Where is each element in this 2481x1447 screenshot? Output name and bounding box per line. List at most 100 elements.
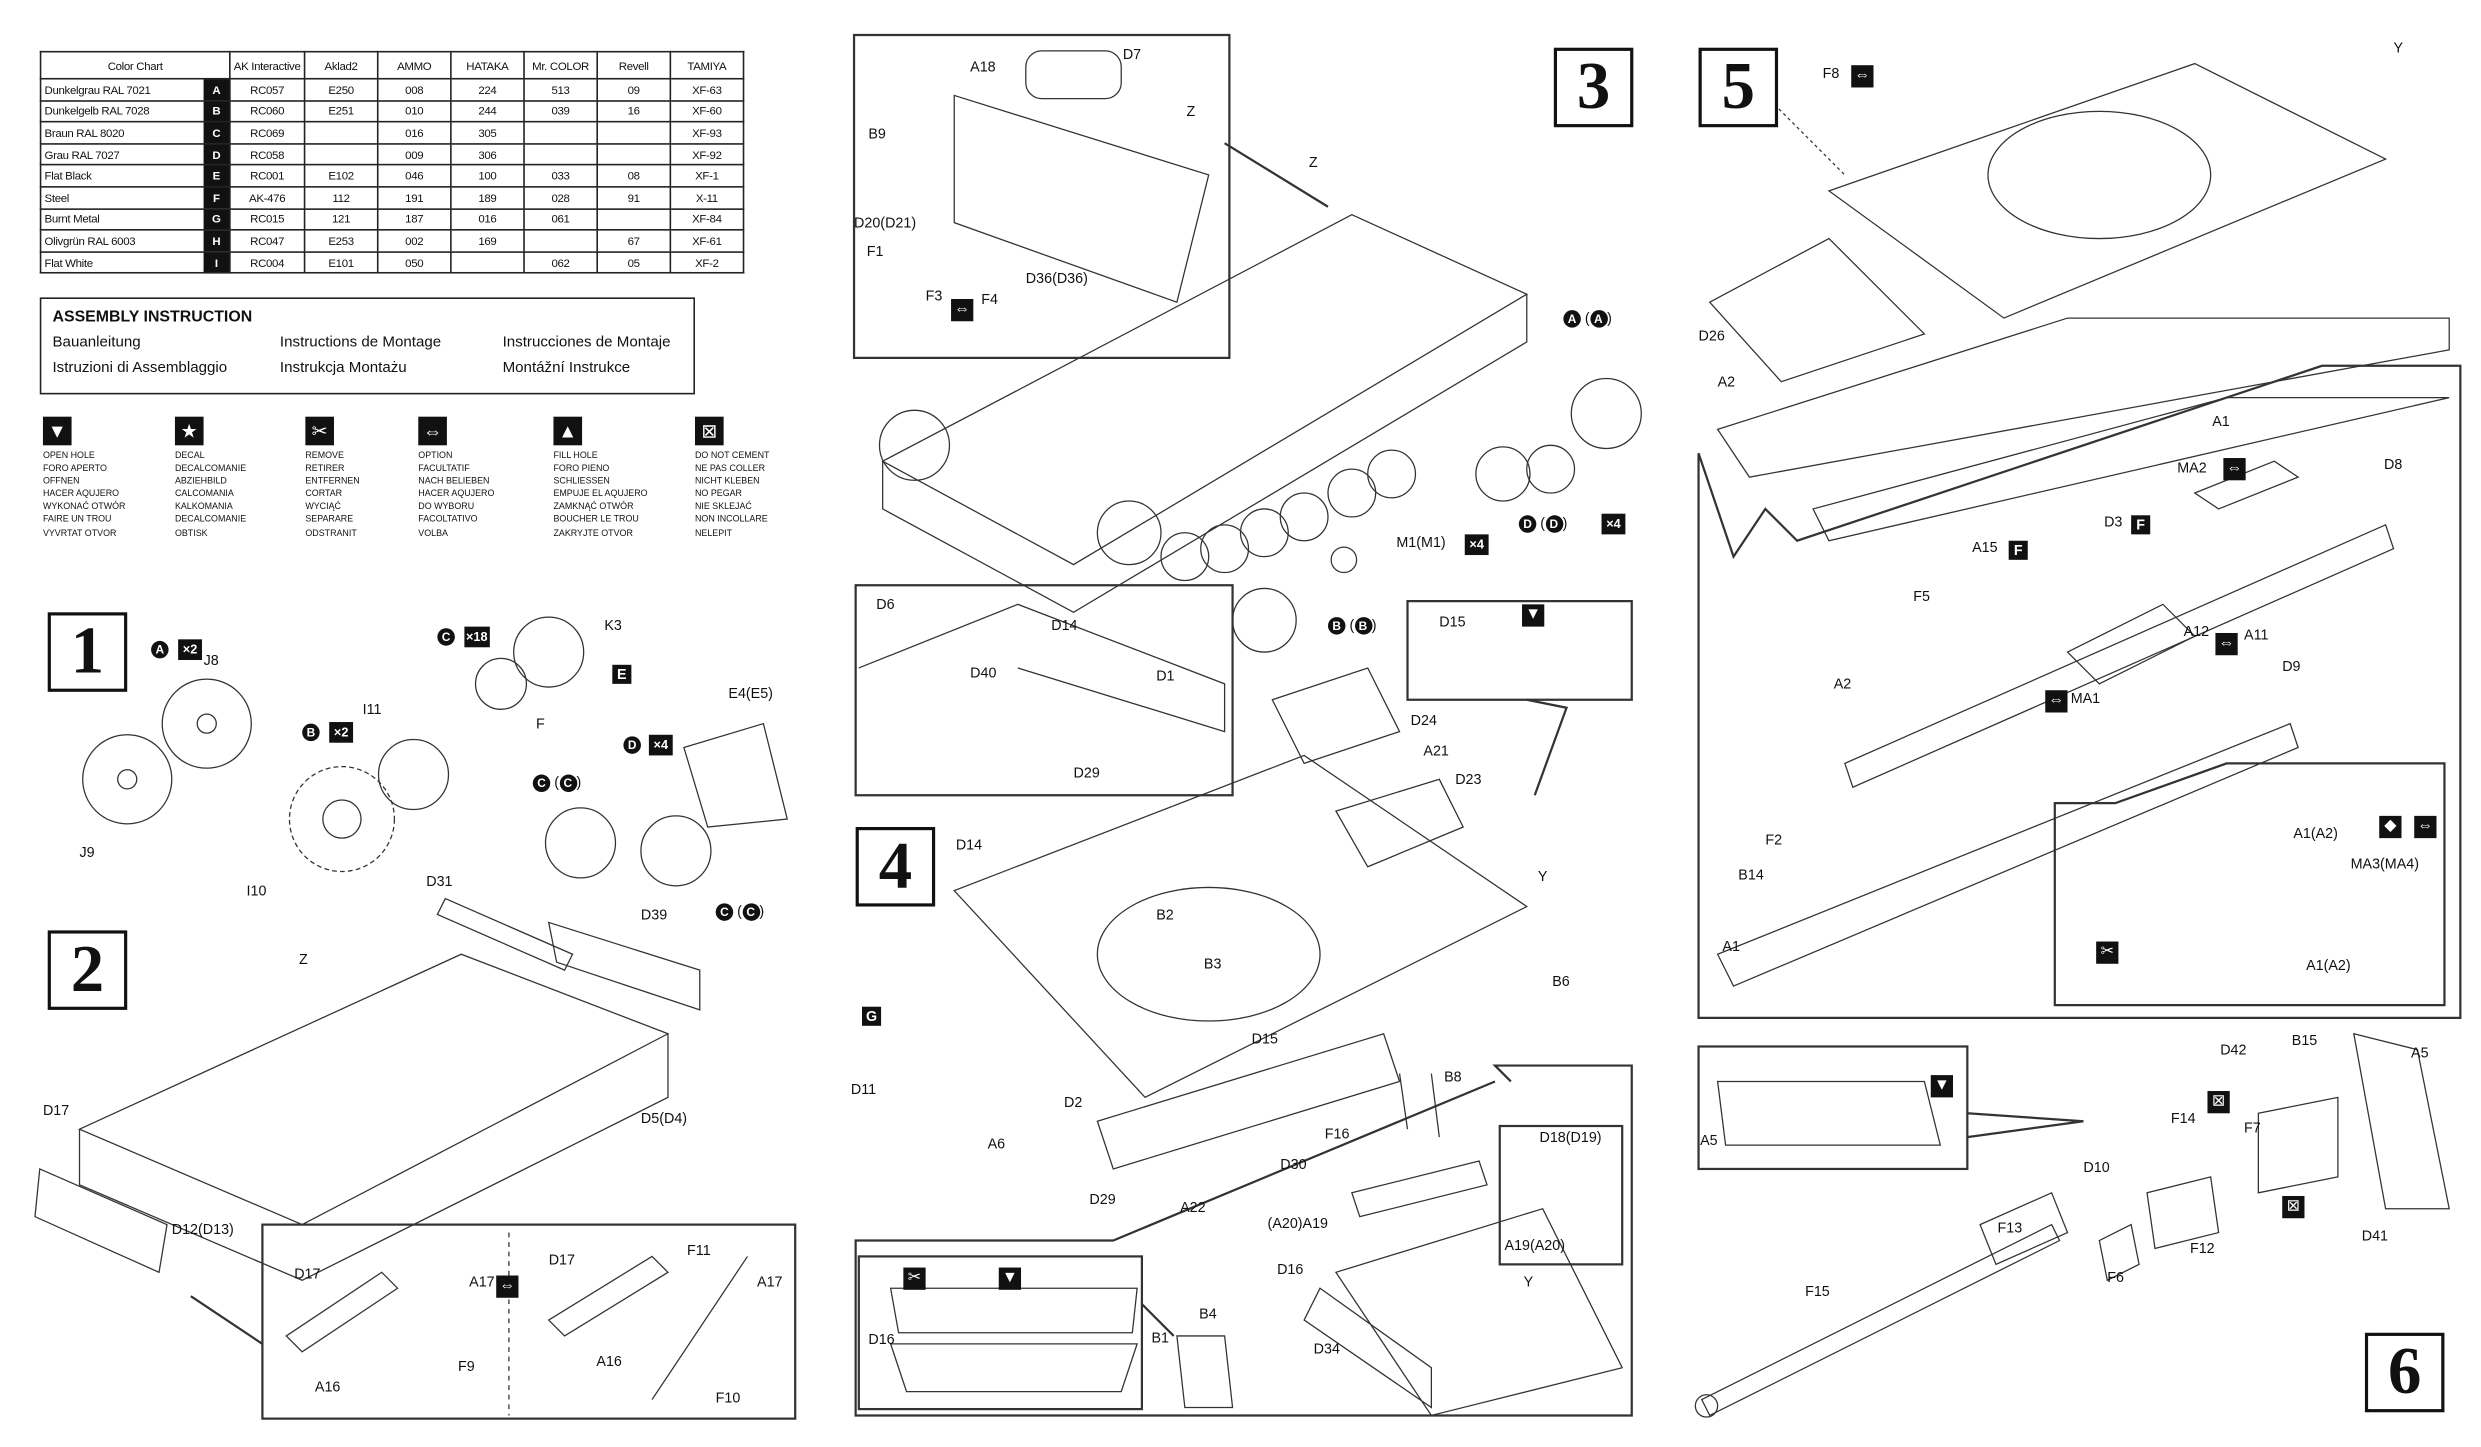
color-code: 050 xyxy=(376,250,452,275)
color-code: 09 xyxy=(596,77,672,102)
part-label: D17 xyxy=(548,1251,575,1268)
color-code: 191 xyxy=(376,186,452,210)
part-label: K3 xyxy=(604,617,622,633)
part-label: D6 xyxy=(876,596,895,613)
color-code: XF-92 xyxy=(669,142,745,166)
symbol-caption: NICHT KLEBEN xyxy=(695,477,760,487)
symbol-caption: OPTION xyxy=(418,451,453,462)
color-code: RC058 xyxy=(229,142,306,166)
part-label: A18 xyxy=(970,58,996,75)
color-code: E101 xyxy=(303,250,379,275)
symbol-caption: ODSTRANIT xyxy=(305,528,357,539)
quantity-badge: ×4 xyxy=(1464,534,1489,556)
part-label: D3 xyxy=(2104,513,2123,530)
quantity-badge: ×18 xyxy=(464,626,490,648)
part-label: A19(A20) xyxy=(1504,1237,1566,1254)
symbol-caption: ZAMKNĄĆ OTWÓR xyxy=(553,503,634,513)
color-code: X-11 xyxy=(669,186,745,210)
color-code: 513 xyxy=(523,77,598,102)
chassis-drawing-step3 xyxy=(852,33,1642,653)
color-code xyxy=(596,142,672,166)
part-label: B1 xyxy=(1151,1329,1169,1346)
symbol-caption: BOUCHER LE TROU xyxy=(553,516,639,526)
part-label: D20(D21) xyxy=(854,214,917,231)
symbol-caption: VYVRTAT OTVOR xyxy=(42,528,117,539)
language-label: Instrukcja Montażu xyxy=(279,359,407,377)
color-code xyxy=(596,207,672,231)
step-number-4: 4 xyxy=(855,827,936,907)
part-label: A5 xyxy=(1700,1132,1718,1149)
color-code: AK-476 xyxy=(229,186,306,210)
part-label: F3 xyxy=(925,287,943,304)
part-label: A2 xyxy=(1833,675,1852,692)
part-label: MA2 xyxy=(2177,459,2207,476)
paint-callout-pair: A (A) xyxy=(1563,310,1612,328)
part-label: F2 xyxy=(1765,831,1783,848)
part-label: F6 xyxy=(2107,1269,2125,1286)
part-label: (A20)A19 xyxy=(1267,1215,1329,1231)
part-label: D14 xyxy=(1051,617,1078,633)
color-code: 67 xyxy=(596,229,672,253)
part-label: D12(D13) xyxy=(171,1221,234,1238)
symbol-caption: FAIRE UN TROU xyxy=(42,516,112,526)
part-label: D16 xyxy=(868,1331,895,1348)
symbol-caption: NACH BELIEBEN xyxy=(418,477,490,487)
symbol-marker: ⇔ xyxy=(2045,690,2068,713)
color-code: RC004 xyxy=(229,250,306,275)
option-icon: ⇔ xyxy=(2414,815,2437,839)
part-label: D29 xyxy=(1089,1191,1116,1208)
remove-icon: ✂ xyxy=(2096,941,2119,964)
symbol-caption: OBTISK xyxy=(174,528,208,539)
part-label: A1 xyxy=(1722,938,1740,955)
part-label: F5 xyxy=(1913,588,1930,605)
step-number-2: 2 xyxy=(47,930,128,1010)
part-label: Z xyxy=(298,951,308,967)
color-code xyxy=(523,142,598,166)
part-label: D1 xyxy=(1156,667,1175,684)
part-label: D7 xyxy=(1122,46,1142,63)
symbol-caption: DO NOT CEMENT xyxy=(695,451,770,462)
quantity-value: ×4 xyxy=(648,734,673,756)
color-name: Flat Black xyxy=(39,164,204,188)
language-label: Istruzioni di Assemblaggio xyxy=(52,359,228,377)
part-label: A17 xyxy=(469,1273,495,1290)
column-header: Mr. COLOR xyxy=(523,50,598,80)
color-code: XF-60 xyxy=(669,99,745,123)
column-header: AK Interactive xyxy=(229,50,306,80)
symbol-caption: REMOVE xyxy=(305,451,344,462)
part-label: F10 xyxy=(715,1390,741,1406)
color-code: 028 xyxy=(523,186,598,210)
open-hole-icon: ▼ xyxy=(1522,604,1545,627)
part-label: A16 xyxy=(314,1378,341,1395)
part-label: D8 xyxy=(2384,456,2403,473)
part-label: A17 xyxy=(757,1273,783,1290)
paint-color-badge: C xyxy=(437,628,455,646)
do-not-cement-icon: ⊠ xyxy=(695,416,724,446)
part-label: E4(E5) xyxy=(728,685,773,702)
symbol-caption: HACER AQUJERO xyxy=(42,490,120,500)
color-code: RC047 xyxy=(229,229,306,253)
color-code: 010 xyxy=(376,99,452,123)
paint-color-badge: B xyxy=(1354,617,1372,635)
fill-hole-icon: ▲ xyxy=(553,416,583,446)
color-code: 009 xyxy=(376,142,452,166)
paint-color-badge: A xyxy=(151,641,169,659)
symbol-caption: OPEN HOLE xyxy=(42,451,95,462)
step-number-6: 6 xyxy=(2364,1332,2445,1413)
color-code xyxy=(303,121,379,145)
color-code xyxy=(523,121,598,145)
remove-icon: ✂ xyxy=(305,416,334,446)
paint-letter: G xyxy=(861,1006,882,1026)
color-letter: A xyxy=(203,77,231,102)
language-label: Instructions de Montage xyxy=(279,333,442,352)
symbol-marker: ⇔ xyxy=(1851,65,1874,88)
part-label: F15 xyxy=(1805,1283,1830,1300)
symbol-caption: WYCIĄĆ xyxy=(305,503,341,513)
part-label: D15 xyxy=(1439,613,1466,630)
color-name: Braun RAL 8020 xyxy=(39,121,204,145)
part-label: Y xyxy=(1537,868,1548,885)
